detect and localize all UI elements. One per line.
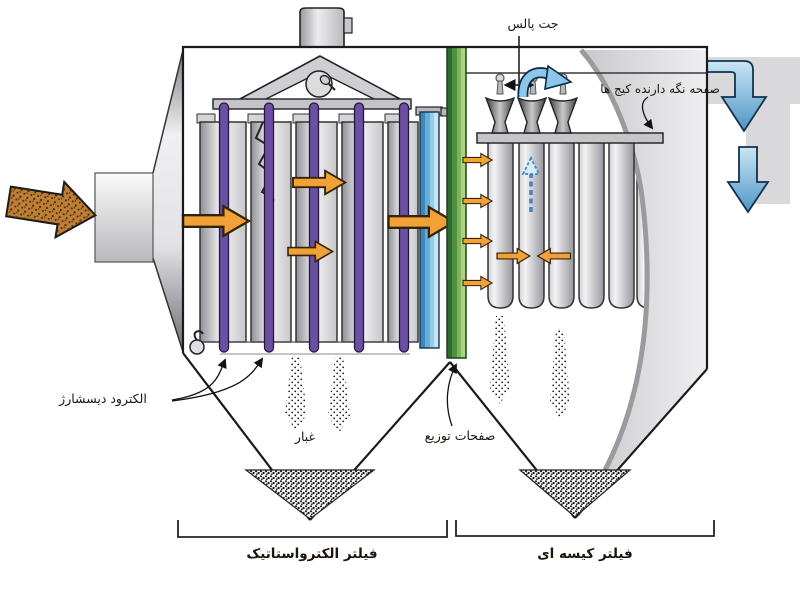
- pointer-arrows: [171, 96, 654, 427]
- label-cage-holder-plate: صفحه نگه دارنده کیج ها: [600, 82, 720, 96]
- bag-hopper: [449, 361, 708, 519]
- pulse-jet-arrow: [517, 64, 573, 98]
- label-dust: غبار: [294, 429, 316, 444]
- esp-dust-streams: [285, 356, 350, 433]
- inlet-gas-arrow: [5, 179, 98, 240]
- label-distribution-plates: صفحات توزیع: [424, 428, 496, 443]
- inlet-duct: [94, 172, 154, 263]
- venturis: [484, 96, 579, 134]
- filter-bags: [487, 141, 635, 309]
- label-baghouse-section: فیلتر کیسه ای: [537, 546, 633, 562]
- inlet-diffuser: [152, 49, 184, 353]
- esp-hopper: [182, 352, 451, 521]
- insulator-frame: [237, 55, 403, 101]
- housing-outline: [181, 45, 709, 369]
- label-esp-section: فیلتر الکترواستاتیک: [246, 546, 378, 562]
- label-discharge-electrode: الکترود دیسشارژ: [59, 391, 147, 406]
- transformer: [299, 7, 353, 48]
- label-jet-pulse: جت پالس: [507, 16, 559, 31]
- clean-gas-dashed-arrow: [521, 155, 541, 215]
- rapper-weight: [189, 330, 205, 355]
- bag-dust-streams: [490, 316, 570, 419]
- baghouse-plenum-shading: [574, 48, 707, 517]
- tube-sheet: [476, 132, 664, 144]
- section-brackets: [177, 520, 715, 538]
- outlet-arrows: [706, 60, 770, 214]
